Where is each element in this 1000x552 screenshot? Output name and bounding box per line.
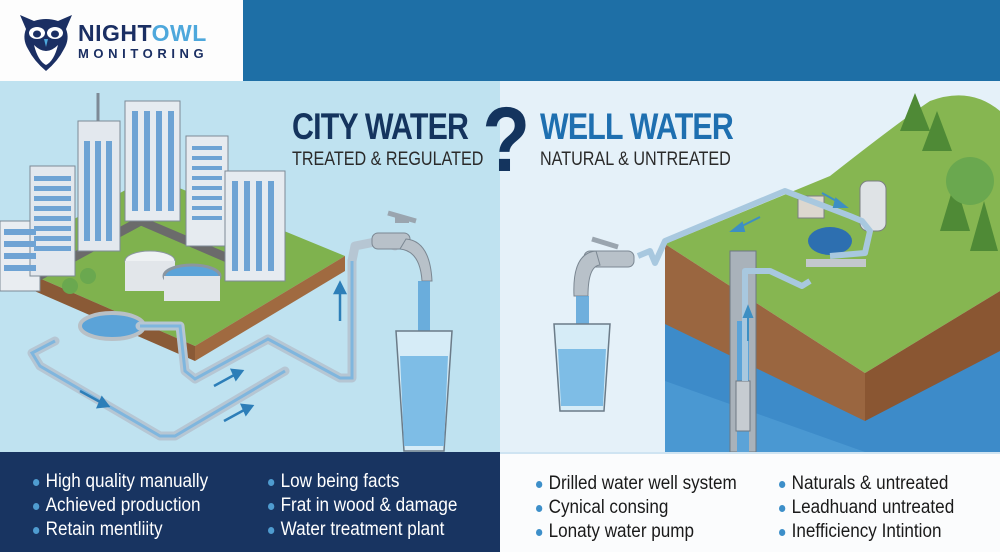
bullet-item: Lonaty water pump <box>536 520 737 544</box>
brand-tagline: MONITORING <box>78 45 209 61</box>
city-water-panel <box>0 81 500 452</box>
bullet-item: Inefficiency Intintion <box>779 520 954 544</box>
question-mark-separator: ? <box>482 89 530 191</box>
bullet-item: High quality manually <box>33 470 208 494</box>
city-water-features: High quality manually Achieved productio… <box>0 452 500 552</box>
bullet-item: Cynical consing <box>536 496 737 520</box>
bullet-item: Achieved production <box>33 494 208 518</box>
brand-name-night: NIGHT <box>78 19 152 46</box>
well-water-illustration <box>553 93 1000 452</box>
brand-name-owl: OWL <box>151 19 207 46</box>
bullet-item: Frat in wood & damage <box>268 494 457 518</box>
bullet-item: Water treatment plant <box>268 518 457 542</box>
city-bullets-col1: High quality manually Achieved productio… <box>33 470 228 542</box>
well-water-title: WELL WATER <box>540 106 734 147</box>
well-water-panel <box>500 81 1000 452</box>
bullet-item: Retain mentliity <box>33 518 208 542</box>
bullet-item: Low being facts <box>268 470 457 494</box>
well-bullets-col2: Naturals & untreated Leadhuand untreated… <box>779 472 974 544</box>
well-water-subtitle: NATURAL & UNTREATED <box>540 149 731 170</box>
well-water-features: Drilled water well system Cynical consin… <box>500 452 1000 552</box>
well-bullets-col1: Drilled water well system Cynical consin… <box>536 472 759 544</box>
city-water-subtitle: TREATED & REGULATED <box>292 149 484 170</box>
bullet-item: Leadhuand untreated <box>779 496 954 520</box>
city-bullets-col2: Low being facts Frat in wood & damage Wa… <box>268 470 478 542</box>
owl-logo-icon <box>20 14 72 71</box>
city-water-illustration <box>0 93 453 452</box>
city-water-title: CITY WATER <box>292 106 469 147</box>
logo[interactable]: NIGHTOWL MONITORING <box>0 0 243 81</box>
bullet-item: Drilled water well system <box>536 472 737 496</box>
bullet-item: Naturals & untreated <box>779 472 954 496</box>
